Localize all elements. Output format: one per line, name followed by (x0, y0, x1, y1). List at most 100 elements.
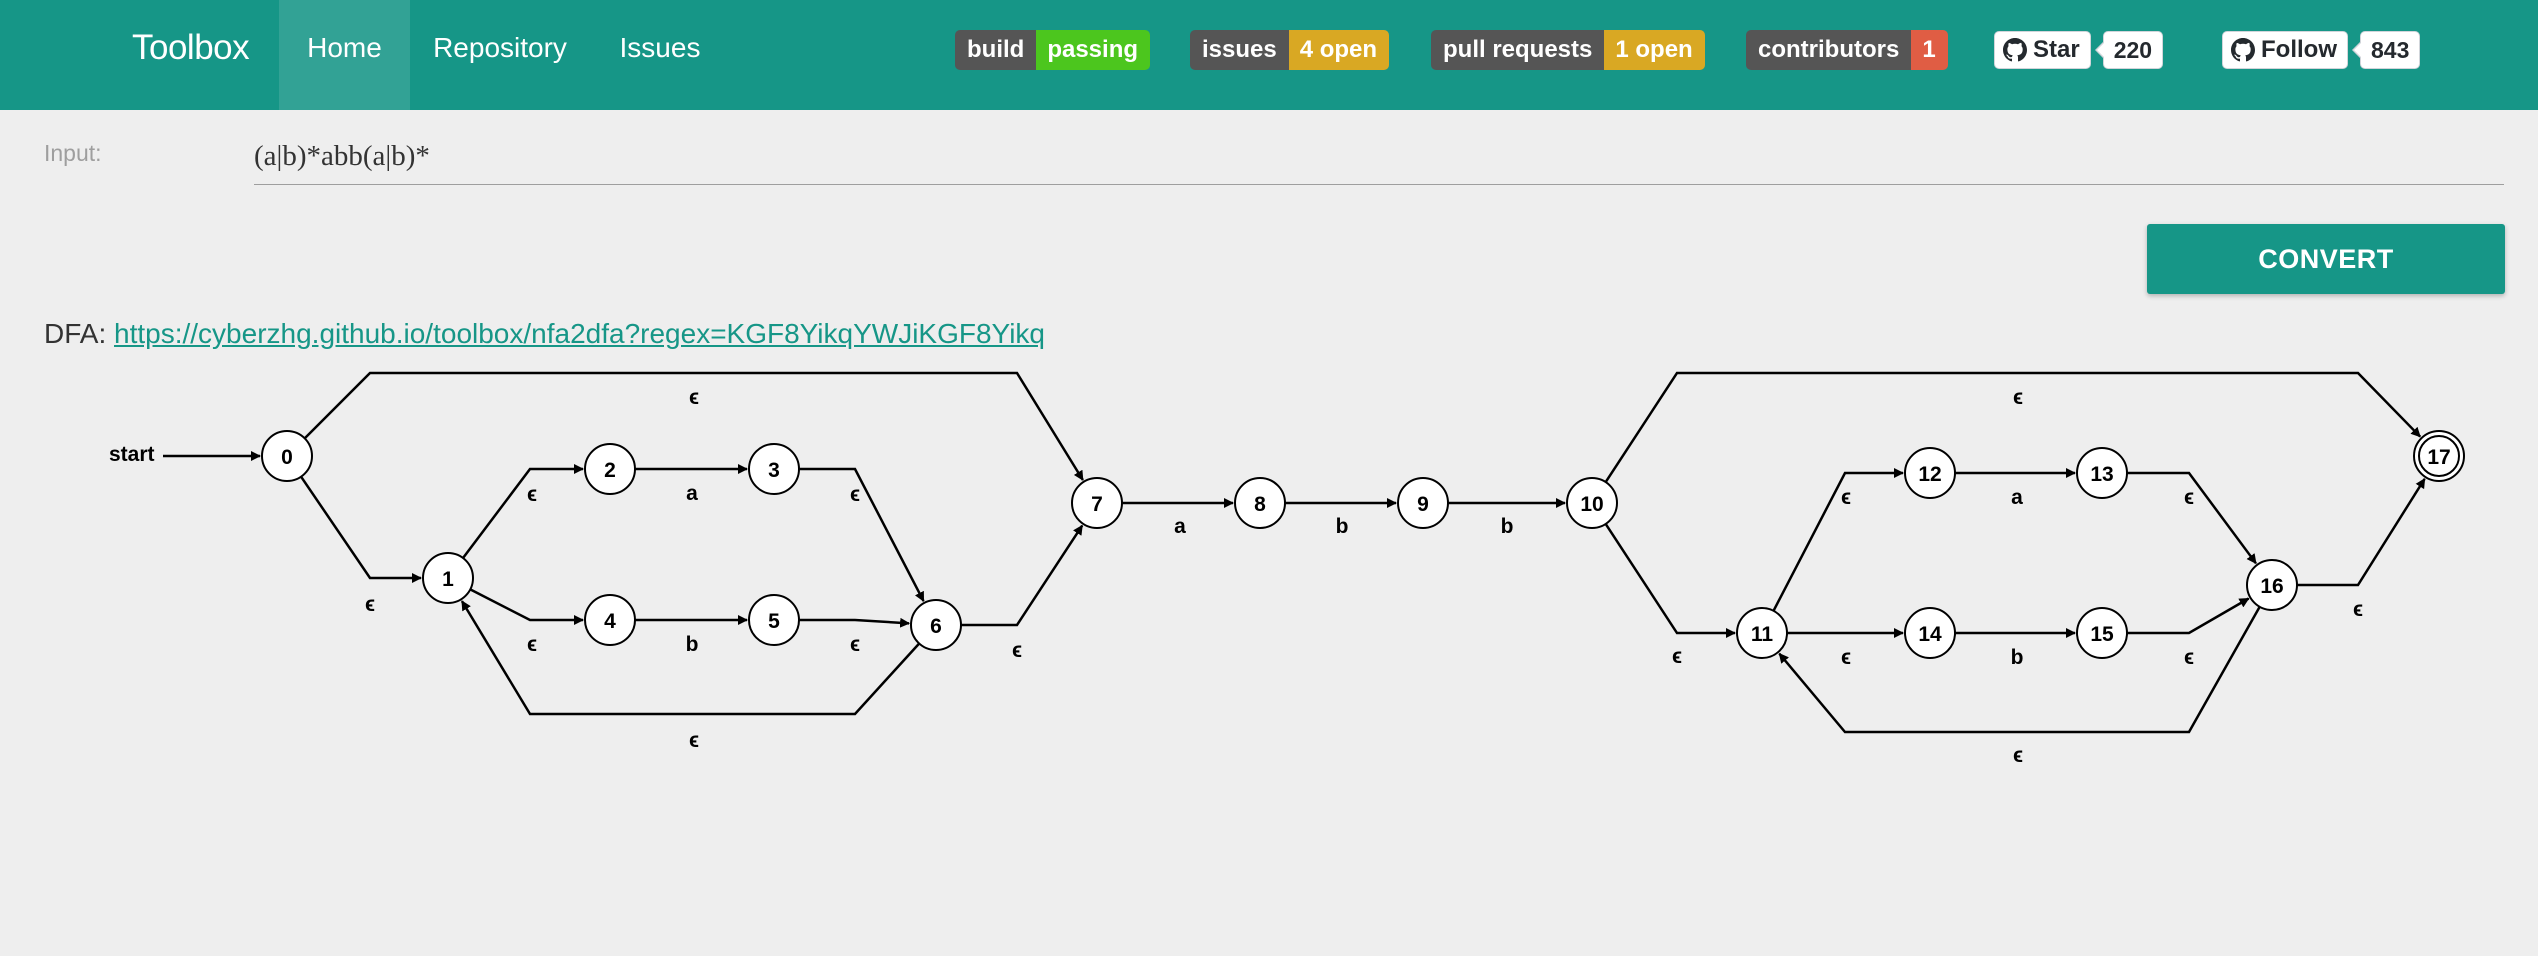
github-star-count[interactable]: 220 (2094, 31, 2164, 69)
github-star-widget[interactable]: Star 220 (1994, 30, 2164, 70)
transition-label: ϵ (850, 483, 860, 506)
transition-label: a (1174, 515, 1186, 538)
state-node: 11 (1736, 607, 1788, 659)
badge-contributors-label: contributors (1746, 30, 1912, 70)
state-node: 3 (748, 443, 800, 495)
nav-repository[interactable]: Repository (433, 32, 567, 63)
transition-label: ϵ (689, 729, 699, 752)
nav-issues[interactable]: Issues (619, 32, 701, 63)
state-label: 13 (2090, 463, 2113, 486)
nfa-edges (163, 371, 2426, 734)
state-circle (910, 599, 962, 651)
state-circle (1397, 477, 1449, 529)
state-circle (584, 443, 636, 495)
state-circle (2246, 559, 2298, 611)
badge-issues-label: issues (1190, 30, 1289, 70)
state-circle (1904, 607, 1956, 659)
brand-logo[interactable]: Toolbox (132, 28, 250, 67)
state-node: 2 (584, 443, 636, 495)
state-node: 12 (1904, 447, 1956, 499)
transition-edge (462, 464, 584, 559)
state-label: 10 (1580, 493, 1603, 516)
regex-input[interactable] (254, 128, 2504, 185)
state-label: 17 (2427, 446, 2450, 469)
state-circle (584, 594, 636, 646)
state-label: 7 (1091, 493, 1103, 516)
badge-contributors[interactable]: contributors 1 (1746, 30, 1948, 70)
state-node: 7 (1071, 477, 1123, 529)
transition-label: ϵ (1012, 639, 1022, 662)
navbar: Toolbox Home Repository Issues build pas… (0, 0, 2538, 110)
state-circle (1904, 447, 1956, 499)
transition-edge (1604, 523, 1736, 638)
github-icon (2003, 38, 2027, 62)
state-circle (1234, 477, 1286, 529)
state-label: 11 (1751, 623, 1774, 646)
state-circle (1566, 477, 1618, 529)
transition-edge (799, 617, 911, 628)
transition-label: ϵ (2184, 486, 2194, 509)
dfa-label: DFA: (44, 318, 107, 349)
transition-edge (303, 371, 1084, 481)
state-node: 17 (2413, 430, 2465, 482)
badge-contributors-value: 1 (1911, 30, 1948, 70)
state-node: 6 (910, 599, 962, 651)
transition-label: ϵ (2353, 598, 2363, 621)
state-label: 6 (930, 615, 942, 638)
transition-edge (1778, 606, 2261, 734)
transition-edge (460, 600, 921, 716)
state-label: 16 (2260, 575, 2283, 598)
state-label: 5 (768, 610, 780, 633)
github-follow-button[interactable]: Follow (2222, 31, 2348, 69)
badge-pull-requests[interactable]: pull requests 1 open (1431, 30, 1705, 70)
state-circle (422, 552, 474, 604)
state-label: 15 (2090, 623, 2114, 646)
badge-pull-requests-label: pull requests (1431, 30, 1605, 70)
state-label: 0 (281, 446, 293, 469)
accepting-ring (2418, 435, 2460, 477)
transition-label: ϵ (1841, 646, 1851, 669)
transition-label: ϵ (1841, 486, 1851, 509)
state-circle (261, 430, 313, 482)
transition-edge (961, 524, 1084, 627)
github-icon (2231, 38, 2255, 62)
transition-label: a (686, 482, 698, 505)
state-node: 10 (1566, 477, 1618, 529)
state-label: 4 (604, 610, 616, 633)
state-circle (1736, 607, 1788, 659)
transition-edge (300, 475, 422, 583)
badge-issues[interactable]: issues 4 open (1190, 30, 1390, 70)
state-node: 8 (1234, 477, 1286, 529)
state-circle (748, 443, 800, 495)
transition-label: ϵ (527, 633, 537, 656)
state-node: 0 (261, 430, 313, 482)
state-label: 3 (768, 459, 780, 482)
badge-issues-value: 4 open (1288, 30, 1390, 70)
badge-build[interactable]: build passing (955, 30, 1151, 70)
github-follow-count[interactable]: 843 (2351, 31, 2421, 69)
convert-button[interactable]: CONVERT (2147, 224, 2505, 294)
dfa-link[interactable]: https://cyberzhg.github.io/toolbox/nfa2d… (114, 318, 1045, 349)
dfa-link-line: DFA: https://cyberzhg.github.io/toolbox/… (44, 318, 1045, 350)
state-label: 1 (442, 568, 454, 591)
transition-label: ϵ (850, 633, 860, 656)
state-label: 2 (604, 459, 616, 482)
transition-label: ϵ (689, 386, 699, 409)
state-node: 1 (422, 552, 474, 604)
transition-edge (2297, 478, 2426, 587)
transition-edge (2127, 471, 2257, 565)
transition-label: ϵ (2013, 744, 2023, 767)
state-node: 15 (2076, 607, 2128, 659)
nav-home[interactable]: Home (279, 0, 410, 110)
state-circle (1071, 477, 1123, 529)
transition-label: a (2011, 486, 2023, 509)
github-follow-widget[interactable]: Follow 843 (2222, 30, 2421, 70)
state-label: 14 (1918, 623, 1942, 646)
transition-label: b (686, 633, 699, 656)
github-star-button[interactable]: Star (1994, 31, 2091, 69)
github-star-label: Star (2033, 36, 2080, 63)
state-node: 14 (1904, 607, 1956, 659)
